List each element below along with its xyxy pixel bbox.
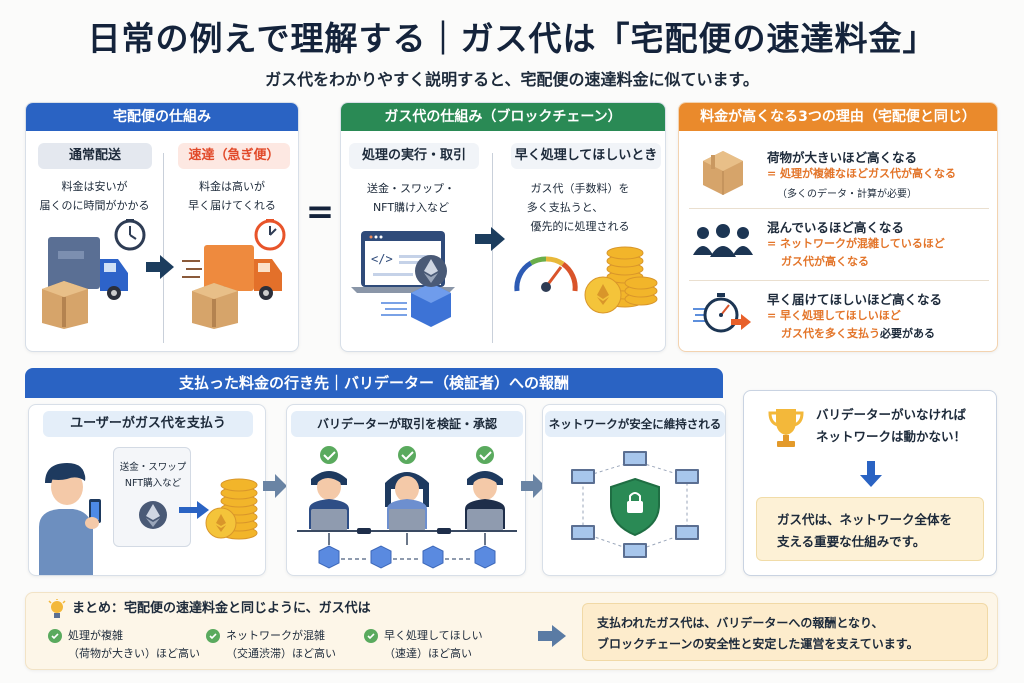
express-desc-2: 早く届けてくれる <box>188 199 276 212</box>
ethereum-icon <box>139 501 167 529</box>
point-3-line-1: 早く処理してほしい <box>384 629 483 642</box>
down-arrow-icon <box>860 461 882 487</box>
point-2-line-2: （交通渋滞）ほど高い <box>226 647 336 660</box>
step-1-label: ユーザーがガス代を支払う <box>43 411 253 437</box>
trophy-icon <box>768 409 804 447</box>
lightbulb-icon <box>48 599 66 618</box>
fast-desc-1: ガス代（手数料）を <box>530 182 630 195</box>
express-desc-1: 料金は高いが <box>199 180 265 193</box>
reasons-panel-title: 料金が高くなる3つの理由（宅配便と同じ） <box>679 103 997 131</box>
summary-heading: まとめ：宅配便の速達料金と同じように、ガス代は <box>72 601 371 616</box>
right-arrow-icon <box>263 474 287 498</box>
point-2-line-1: ネットワークが混雑 <box>226 629 325 642</box>
reason-2-sub2: ガス代が高くなる <box>781 255 869 268</box>
delivery-panel: 宅配便の仕組み 通常配送 速達（急ぎ便） 料金は安いが 届くのに時間がかかる 料… <box>25 102 299 352</box>
payment-flow-panel: 支払った料金の行き先｜バリデーター（検証者）への報酬 <box>25 368 723 578</box>
fast-desc-3: 優先的に処理される <box>530 220 630 233</box>
fast-processing-label: 早く処理してほしいとき <box>511 143 661 169</box>
reason-3-sub1: = 早く処理してほしいほど <box>767 309 901 322</box>
user-with-phone-icon <box>39 463 101 575</box>
right-arrow-icon <box>521 474 545 498</box>
result-line-1: 支払われたガス代は、バリデーターへの報酬となり、 <box>597 616 884 630</box>
right-arrow-icon <box>179 501 209 519</box>
reason-1-title: 荷物が大きいほど高くなる <box>767 150 918 165</box>
conclusion-line-2: 支える重要な仕組みです。 <box>777 534 926 549</box>
reason-3-sub2-tail: 必要がある <box>880 327 935 340</box>
secure-network-icon <box>571 451 699 558</box>
svg-text:</>: </> <box>371 252 393 266</box>
divider <box>689 208 989 209</box>
step-3-label: ネットワークが安全に維持される <box>545 411 725 437</box>
validator-note-2: ネットワークは動かない！ <box>816 429 967 444</box>
speedometer-icon <box>514 256 578 292</box>
page-title: 日常の例えで理解する｜ガス代は「宅配便の速達料金」 <box>87 19 937 58</box>
right-arrow-icon <box>538 625 566 647</box>
crowd-icon <box>693 224 753 257</box>
page-subtitle: ガス代をわかりやすく説明すると、宅配便の速達料金に似ています。 <box>265 70 759 89</box>
orange-truck-icon <box>182 219 286 329</box>
fast-desc-2: 多く支払うと、 <box>526 201 604 214</box>
validator-note-1: バリデーターがいなければ <box>816 407 967 422</box>
check-circle-icon <box>206 629 220 643</box>
point-3-line-2: （速達）ほど高い <box>384 647 472 660</box>
step-2-label: バリデーターが取引を検証・承認 <box>291 411 523 437</box>
gas-mechanism-panel: ガス代の仕組み（ブロックチェーン） 処理の実行・取引 早く処理してほしいとき 送… <box>340 102 666 352</box>
reason-2-title: 混んでいるほど高くなる <box>767 220 904 235</box>
normal-desc-1: 料金は安いが <box>61 180 128 193</box>
point-1-line-2: （荷物が大きい）ほど高い <box>68 647 200 660</box>
normal-delivery-label: 通常配送 <box>38 143 152 169</box>
right-arrow-icon <box>146 255 174 279</box>
check-circle-icon <box>364 629 378 643</box>
reasons-panel: 料金が高くなる3つの理由（宅配便と同じ） 荷物が大きいほど高くなる = 処理が複… <box>678 102 998 352</box>
check-circle-icon <box>48 629 62 643</box>
result-line-2: ブロックチェーンの安全性と安定した運営を支えています。 <box>597 637 919 651</box>
point-1-line-1: 処理が複雑 <box>68 629 123 642</box>
phone-desc-2: NFT購入など <box>124 478 182 489</box>
phone-screen: 送金・スワップ NFT購入など <box>113 447 191 547</box>
summary-panel: まとめ：宅配便の速達料金と同じように、ガス代は 処理が複雑 （荷物が大きい）ほど… <box>25 592 998 670</box>
conclusion-line-1: ガス代は、ネットワーク全体を <box>777 512 953 527</box>
execute-label: 処理の実行・取引 <box>349 143 479 169</box>
equals-sign: = <box>305 192 335 232</box>
divider <box>689 280 989 281</box>
blue-truck-icon <box>42 219 146 329</box>
reason-1-sub: = 処理が複雑なほどガス代が高くなる <box>767 167 957 180</box>
reason-3-title: 早く届けてほしいほど高くなる <box>767 292 943 307</box>
stopwatch-icon <box>693 293 751 333</box>
delivery-panel-title: 宅配便の仕組み <box>26 103 298 131</box>
reason-3-sub2: ガス代を多く支払う必要がある <box>781 325 935 342</box>
summary-result-box: 支払われたガス代は、バリデーターへの報酬となり、 ブロックチェーンの安全性と安定… <box>582 603 988 661</box>
step-validators-verify: バリデーターが取引を検証・承認 <box>286 404 526 576</box>
express-delivery-label: 速達（急ぎ便） <box>178 143 290 169</box>
gold-coins-icon <box>584 246 658 314</box>
validators-blockchain-icon <box>297 446 517 569</box>
flow-panel-title: 支払った料金の行き先｜バリデーター（検証者）への報酬 <box>25 368 723 398</box>
execute-desc-2: NFT購け入など <box>372 201 450 214</box>
box-icon <box>703 151 743 195</box>
reason-3-sub2-main: ガス代を多く支払う <box>781 327 880 340</box>
conclusion-box: ガス代は、ネットワーク全体を 支える重要な仕組みです。 <box>756 497 984 561</box>
laptop-ethereum-icon: </> <box>351 231 455 327</box>
divider <box>163 153 164 343</box>
step-network-secured: ネットワークが安全に維持される <box>542 404 726 576</box>
validator-note-panel: バリデーターがいなければ ネットワークは動かない！ ガス代は、ネットワーク全体を… <box>743 390 997 576</box>
execute-desc-1: 送金・スワップ・ <box>367 182 455 195</box>
right-arrow-icon <box>475 227 505 251</box>
normal-desc-2: 届くのに時間がかかる <box>39 199 150 212</box>
reason-1-note: （多くのデータ・計算が必要） <box>777 189 917 200</box>
gas-panel-title: ガス代の仕組み（ブロックチェーン） <box>341 103 665 131</box>
reason-2-sub1: = ネットワークが混雑しているほど <box>767 237 945 250</box>
gold-coins-icon <box>205 478 258 540</box>
phone-desc-1: 送金・スワップ <box>119 462 187 473</box>
step-user-pays: ユーザーがガス代を支払う 送金・スワップ NFT購入など <box>28 404 266 576</box>
